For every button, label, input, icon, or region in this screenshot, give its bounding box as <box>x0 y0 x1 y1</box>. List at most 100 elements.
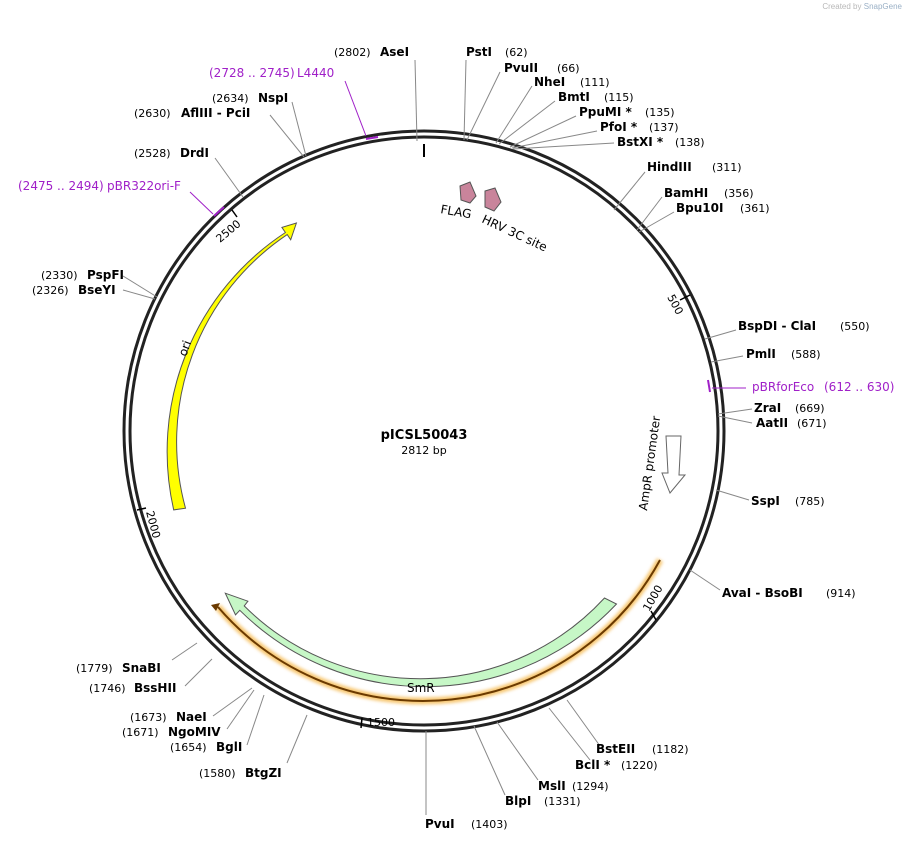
site-hindiii[interactable]: HindIII (311) <box>613 160 742 211</box>
site-pos: (669) <box>795 402 825 415</box>
site-pos: (914) <box>826 587 856 600</box>
site-psti[interactable]: PstI (62) <box>463 45 528 141</box>
site-name: BstEII <box>596 742 635 756</box>
site-pos: (1294) <box>572 780 609 793</box>
site-pos: (135) <box>645 106 675 119</box>
amplified-arc <box>211 558 664 705</box>
site-bspdi-clai[interactable]: BspDI - ClaI (550) <box>704 319 870 340</box>
primer-pbrforeco[interactable]: pBRforEco (612 .. 630) <box>707 379 894 394</box>
site-avai-bsobi[interactable]: AvaI - BsoBI (914) <box>689 569 856 600</box>
site-pos: (2630) <box>134 107 171 120</box>
site-pos: (550) <box>840 320 870 333</box>
site-zrai[interactable]: ZraI (669) <box>717 401 825 415</box>
site-name: PmlI <box>746 347 776 361</box>
site-nspi[interactable]: (2634) NspI <box>212 91 307 157</box>
site-pos: (361) <box>740 202 770 215</box>
site-aatii[interactable]: AatII (671) <box>717 415 827 430</box>
site-nhei[interactable]: NheI (111) <box>495 75 610 144</box>
site-ngomiv[interactable]: (1671) NgoMIV <box>122 689 255 739</box>
site-pos: (2528) <box>134 147 171 160</box>
site-bstxi[interactable]: BstXI * (138) <box>512 135 705 150</box>
site-name: BseYI <box>78 283 116 297</box>
site-name: BssHII <box>134 681 176 695</box>
site-pmli[interactable]: PmlI (588) <box>710 347 821 363</box>
site-bseyi[interactable]: (2326) BseYI <box>32 283 156 300</box>
primer-l4440[interactable]: (2728 .. 2745) L4440 <box>209 66 379 140</box>
site-bcli[interactable]: BclI * (1220) <box>548 707 658 772</box>
ori-label: ori <box>176 339 194 358</box>
site-name: BmtI <box>558 90 590 104</box>
site-pos: (1654) <box>170 741 207 754</box>
site-pos: (1580) <box>199 767 236 780</box>
site-name: NspI <box>258 91 288 105</box>
site-name: AatII <box>756 416 788 430</box>
site-pos: (2802) <box>334 46 371 59</box>
site-afliii-pcii[interactable]: (2630) AflIII - PciI <box>134 106 305 158</box>
site-pos: (111) <box>580 76 610 89</box>
primer-pbr322ori-f[interactable]: (2475 .. 2494) pBR322ori-F <box>18 179 225 217</box>
site-pos: (2330) <box>41 269 78 282</box>
site-bsshii[interactable]: (1746) BssHII <box>89 658 213 695</box>
site-pvui[interactable]: PvuI (1403) <box>425 731 508 831</box>
site-bpu10i[interactable]: Bpu10I (361) <box>638 201 770 233</box>
site-ppumi[interactable]: PpuMI * (135) <box>509 105 675 148</box>
site-bsteii[interactable]: BstEII (1182) <box>566 699 689 756</box>
site-pos: (1331) <box>544 795 581 808</box>
site-bgli[interactable]: (1654) BglI <box>170 694 265 754</box>
site-name: BclI * <box>575 758 611 772</box>
site-msli[interactable]: MslI (1294) <box>496 721 609 793</box>
site-pfoi[interactable]: PfoI * (137) <box>511 120 679 149</box>
site-naei[interactable]: (1673) NaeI <box>130 687 253 724</box>
site-drdi[interactable]: (2528) DrdI <box>134 146 244 198</box>
site-pos: (311) <box>712 161 742 174</box>
pbr322ori-f-range: (2475 .. 2494) <box>18 179 104 193</box>
site-pspfi[interactable]: (2330) PspFI <box>41 268 158 298</box>
site-pos: (671) <box>797 417 827 430</box>
plasmid-name: pICSL50043 <box>381 428 468 443</box>
site-name: BlpI <box>505 794 531 808</box>
site-name: NaeI <box>176 710 207 724</box>
site-pos: (2326) <box>32 284 69 297</box>
tick-label-500: 500 <box>664 292 685 317</box>
site-pvuii[interactable]: PvuII (66) <box>466 61 580 141</box>
site-pos: (785) <box>795 495 825 508</box>
smr-feature[interactable] <box>224 592 618 688</box>
site-bamhi[interactable]: BamHI (356) <box>636 186 754 231</box>
plasmid-length: 2812 bp <box>401 444 446 457</box>
credit-brand: SnapGene <box>863 2 902 11</box>
smr-label: SmR <box>407 681 435 695</box>
site-pos: (66) <box>557 62 580 75</box>
site-pos: (1671) <box>122 726 159 739</box>
credit-prefix: Created by <box>822 2 862 11</box>
l4440-range: (2728 .. 2745) <box>209 66 295 80</box>
site-blpi[interactable]: BlpI (1331) <box>473 725 581 808</box>
site-name: Bpu10I <box>676 201 723 215</box>
snapgene-credit: Created by SnapGene <box>822 2 902 11</box>
ampr-promoter-feature[interactable] <box>661 435 687 494</box>
site-pos: (137) <box>649 121 679 134</box>
site-snabi[interactable]: (1779) SnaBI <box>76 642 198 675</box>
site-pos: (115) <box>604 91 634 104</box>
site-pos: (356) <box>724 187 754 200</box>
site-bmti[interactable]: BmtI (115) <box>498 90 634 145</box>
site-name: ZraI <box>754 401 781 415</box>
site-name: PpuMI * <box>579 105 633 119</box>
flag-feature[interactable] <box>459 181 477 204</box>
site-pos: (1746) <box>89 682 126 695</box>
site-pos: (588) <box>791 348 821 361</box>
l4440-name: L4440 <box>297 66 334 80</box>
site-sspi[interactable]: SspI (785) <box>715 489 825 508</box>
ori-feature[interactable] <box>166 222 298 511</box>
site-asei[interactable]: (2802) AseI <box>334 45 418 142</box>
site-name: AflIII - PciI <box>181 106 250 120</box>
site-name: SspI <box>751 494 780 508</box>
hrv3c-feature[interactable] <box>484 187 502 212</box>
site-name: NheI <box>534 75 565 89</box>
site-name: BglI <box>216 740 242 754</box>
site-name: BspDI - ClaI <box>738 319 816 333</box>
ampr-promoter-label: AmpR promoter <box>636 415 663 511</box>
site-btgzi[interactable]: (1580) BtgZI <box>199 714 308 780</box>
tick-label-1500: 1500 <box>367 716 395 729</box>
tick-1500: 1500 <box>360 716 395 729</box>
